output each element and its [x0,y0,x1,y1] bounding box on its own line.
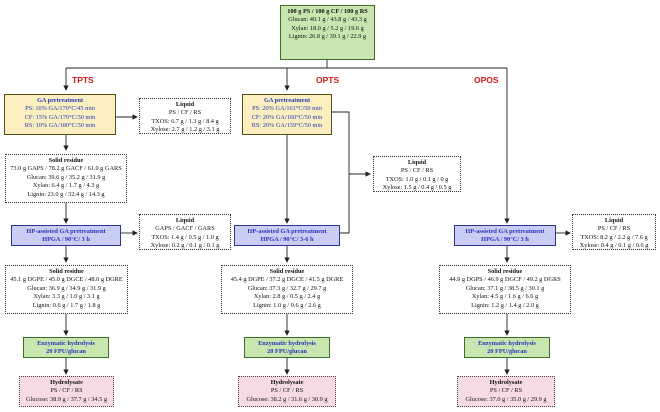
opts-hyd-title: Hydrolysate [270,379,304,386]
tpts-ga-ps: PS: 10% GA/170°C/45 min [25,105,95,113]
tpts-solid1-mass: 73.0 g GAPS / 78.2 g GACF / 61.0 g GARS [10,165,122,173]
opts-solid-mass: 45.4 g DGPE / 37.2 g DGCE / 41.5 g DGRE [230,276,344,284]
opts-hydrolysate-box: Hydrolysate PS / CF / RS Glucose: 38.2 g… [238,376,336,407]
opos-liquid-txos: TXOS: 8.2 g / 2.2 g / 7.6 g [580,233,648,241]
tpts-solid2-xylan: Xylan: 3.3 g / 1.0 g / 3.1 g [33,293,100,301]
tpts-hpga-sub: HPGA / 90°C/ 3 h [42,236,90,244]
tpts-solid2-mass: 45.1 g DGPE / 45.0 g DGCE / 48.0 g DGRE [10,276,123,284]
opos-solid-glucan: Glucan: 37.1 g / 38.5 g / 30.1 g [465,284,545,292]
tpts-solid-residue-box-1: Solid residue 73.0 g GAPS / 78.2 g GACF … [5,154,127,203]
tpts-hydrolysate-box: Hydrolysate PS / CF / RS Glucose: 38.9 g… [19,376,114,407]
opts-enz-sub: 20 FPU/glucan [267,348,307,356]
opts-enz-title: Enzymatic hydrolysis [258,340,316,347]
opts-hyd-glucose: Glucose: 38.2 g / 31.6 g / 30.9 g [246,395,328,403]
tpts-solid1-xylan: Xylan: 6.4 g / 1.7 g / 4.3 g [32,182,100,190]
opts-solid-title: Solid residue [269,268,305,275]
tpts-solid2-lignin: Lignin: 0.6 g / 1.7 g / 1.8 g [32,301,101,309]
tpts-liquid-box-2: Liquid GAPS / GACF / GARS TXOS: 1.4 g / … [139,214,231,250]
tpts-solid1-title: Solid residue [48,157,84,164]
opts-liquid-title: Liquid [407,159,427,166]
opos-hyd-title: Hydrolysate [489,379,523,386]
opos-enzymatic-hydrolysis-box: Enzymatic hydrolysis 20 FPU/glucan [464,337,550,358]
tpts-liquid2-sub: GAPS / GACF / GARS [155,225,215,233]
route-label-tpts: TPTS [72,75,94,85]
opos-enz-title: Enzymatic hydrolysis [478,340,536,347]
tpts-enz-title: Enzymatic hydrolysis [37,340,95,347]
feedstock-glucan: Glucan: 40.1 g / 43.8 g / 43.3 g [288,16,367,24]
opos-solid-xylan: Xylan: 4.5 g / 1.6 g / 6.6 g [471,293,539,301]
tpts-enz-sub: 20 FPU/glucan [46,348,86,356]
opts-solid-lignin: Lignin: 1.0 g / 0.6 g / 2.6 g [253,301,321,309]
opos-solid-title: Solid residue [487,268,523,275]
opos-hpga-box: HP-assisted GA pretreatment HPGA / 90°C/… [454,225,556,246]
tpts-enzymatic-hydrolysis-box: Enzymatic hydrolysis 20 FPU/glucan [23,337,109,358]
tpts-liquid1-txos: TXOS: 6.7 g / 1.3 g / 8.4 g [151,117,219,125]
tpts-liquid1-title: Liquid [175,101,195,108]
opts-liquid-box: Liquid PS / CF / RS TXOS: 1.0 g / 0.1 g … [373,156,461,192]
opts-ga-rs: RS: 20% GA/159°C/50 min [251,122,323,130]
tpts-liquid-box-1: Liquid PS / CF / RS TXOS: 6.7 g / 1.3 g … [139,98,231,134]
tpts-solid2-title: Solid residue [49,268,84,275]
route-label-opts: OPTS [316,75,340,85]
tpts-liquid2-title: Liquid [175,217,195,224]
tpts-hyd-glucose: Glucose: 38.9 g / 37.7 g / 34.5 g [26,395,107,403]
opos-solid-lignin: Lignin: 1.2 g / 1.4 g / 2.0 g [471,301,539,309]
feedstock-xylan: Xylan: 18.0 g / 5.2 g / 19.6 g [291,24,364,32]
feedstock-box: 100 g PS / 100 g CF / 100 g RS Glucan: 4… [280,5,375,60]
opts-liquid-xylose: Xylose: 1.5 g / 0.4 g / 0.5 g [382,184,452,192]
opts-hpga-title: HP-assisted GA pretreatment [247,228,327,235]
opos-hpga-title: HP-assisted GA pretreatment [465,228,545,235]
opos-liquid-box: Liquid PS / CF / RS TXOS: 8.2 g / 2.2 g … [572,214,656,250]
opts-ga-pretreatment-box: GA pretreatment PS: 20% GA/161°C/50 min … [242,94,332,135]
opos-hydrolysate-box: Hydrolysate PS / CF / RS Glucose: 37.0 g… [457,376,555,407]
tpts-liquid2-txos: TXOS: 1.4 g / 0.5 g / 1.0 g [151,233,219,241]
opos-liquid-sub: PS / CF / RS [597,225,631,233]
feedstock-title: 100 g PS / 100 g CF / 100 g RS [287,8,368,15]
opts-hpga-sub: HPGA / 90°C/ 3-6 h [260,236,314,244]
tpts-liquid1-xylose: Xylose: 2.7 g / 1.2 g / 3.1 g [150,126,220,134]
opos-hyd-sub: PS / CF / RS [489,387,523,395]
feedstock-lignin: Lignin: 26.8 g / 39.1 g / 22.9 g [288,33,367,41]
opts-hyd-sub: PS / CF / RS [270,387,304,395]
opts-ga-cf: CF: 20% GA/160°C/50 min [251,113,323,121]
tpts-hpga-title: HP-assisted GA pretreatment [26,228,106,235]
tpts-solid2-glucan: Glucan: 36.9 g / 34.9 g / 31.9 g [27,284,106,292]
route-label-opos: OPOS [474,75,499,85]
tpts-ga-rs: RS: 10% GA/180°C/30 min [24,122,96,130]
tpts-liquid2-xylose: Xylose: 0.2 g / 0.1 g / 0.1 g [150,242,220,250]
opos-hyd-glucose: Glucose: 37.0 g / 35.0 g / 29.9 g [465,395,547,403]
opos-hpga-sub: HPGA / 90°C/ 3 h [481,236,529,244]
opts-enzymatic-hydrolysis-box: Enzymatic hydrolysis 20 FPU/glucan [244,337,330,358]
tpts-ga-title: GA pretreatment [36,97,84,104]
opos-liquid-title: Liquid [604,217,624,224]
opts-solid-glucan: Glucan: 37.3 g / 32.7 g / 29.7 g [247,284,327,292]
tpts-solid-residue-box-2: Solid residue 45.1 g DGPE / 45.0 g DGCE … [5,265,128,314]
opos-solid-mass: 44.9 g DGPS / 46.9 g DGCF / 49.2 g DGRS [449,276,561,284]
opts-ga-title: GA pretreatment [263,97,311,104]
tpts-solid1-glucan: Glucan: 39.6 g / 35.2 g / 31.9 g [26,173,106,181]
tpts-hpga-box: HP-assisted GA pretreatment HPGA / 90°C/… [11,225,121,246]
tpts-ga-pretreatment-box: GA pretreatment PS: 10% GA/170°C/45 min … [4,94,116,135]
opts-solid-xylan: Xylan: 2.8 g / 0.5 g / 2.4 g [253,293,321,301]
opts-liquid-txos: TXOS: 1.0 g / 0.1 g / 0 g [385,175,449,183]
opts-liquid-sub: PS / CF / RS [400,167,434,175]
opts-solid-residue-box: Solid residue 45.4 g DGPE / 37.2 g DGCE … [221,265,353,314]
tpts-hyd-sub: PS / CF / RS [50,387,83,395]
opts-hpga-box: HP-assisted GA pretreatment HPGA / 90°C/… [234,225,340,246]
tpts-solid1-lignin: Lignin: 23.0 g / 32.4 g / 14.3 g [27,190,105,198]
opos-enz-sub: 20 FPU/glucan [487,348,527,356]
opos-solid-residue-box: Solid residue 44.9 g DGPS / 46.9 g DGCF … [439,265,571,314]
tpts-ga-cf: CF: 15% GA/170°C/30 min [24,113,96,121]
tpts-hyd-title: Hydrolysate [50,379,83,386]
opts-ga-ps: PS: 20% GA/161°C/50 min [252,105,322,113]
opos-liquid-xylose: Xylose: 0.4 g / 0.1 g / 0.6 g [579,242,649,250]
tpts-liquid1-sub: PS / CF / RS [168,109,202,117]
